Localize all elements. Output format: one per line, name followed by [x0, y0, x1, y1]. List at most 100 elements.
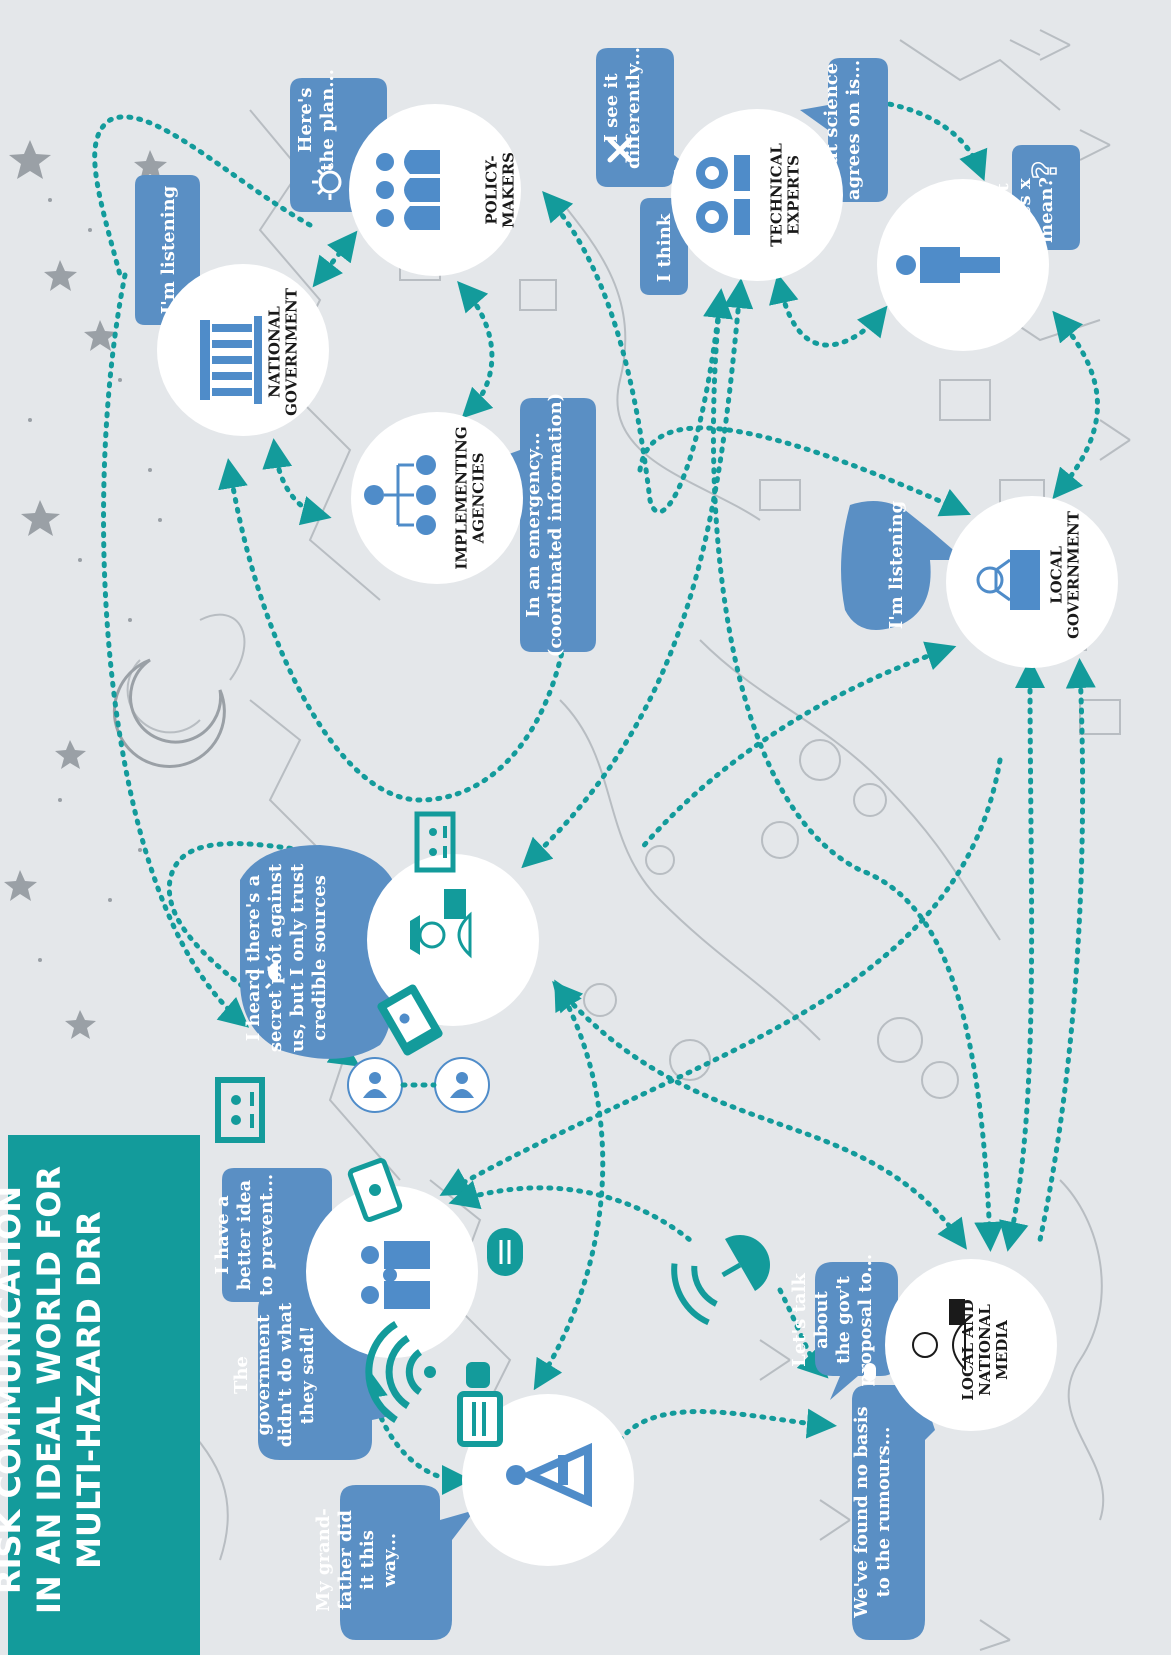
label-implementing-agencies-line: IMPLEMENTING — [453, 426, 471, 569]
gears-heads-icon — [696, 155, 750, 235]
text-media-talk-line: about — [811, 1290, 832, 1348]
tools-icon — [607, 137, 633, 163]
node-icons — [200, 150, 1040, 1508]
text-community-idea-line: better idea — [234, 1179, 255, 1290]
arrow-experts-person-lower — [769, 273, 888, 348]
arrow-experts-media — [710, 297, 1005, 1252]
label-policy-makers-line: POLICY- — [483, 155, 501, 224]
text-person-question: Whatdoes xmean? — [992, 177, 1057, 243]
text-elder-grandfather: My grand-father didit thisway... — [313, 1508, 400, 1612]
arrow-farmer-loop — [166, 841, 363, 1067]
text-policy-plan-line: the plan... — [317, 69, 338, 171]
star-icons — [4, 140, 167, 1039]
question-mark-icon: ? — [1026, 161, 1064, 180]
text-media-rumours-line: We've found no basis — [851, 1406, 872, 1618]
org-chart-icon — [364, 455, 436, 535]
text-experts-science: What scienceagrees on is... — [821, 60, 864, 200]
text-experts-science-line: What science — [821, 63, 842, 198]
speech-bubble-media-talk — [815, 1262, 898, 1400]
label-national-government-line: NATIONAL — [266, 306, 284, 398]
label-technical-experts-line: EXPERTS — [785, 155, 803, 235]
label-technical-experts: TECHNICALEXPERTS — [768, 143, 803, 247]
node-farmer — [367, 854, 539, 1026]
speech-bubble-experts-think — [640, 198, 708, 295]
arrow-local-media-2 — [1037, 658, 1096, 1243]
official-desk-icon — [976, 550, 1040, 610]
text-community-government-line: didn't do what — [275, 1302, 296, 1447]
text-experts-differently: I see itdifferently... — [601, 47, 644, 169]
arrow-national-policy — [312, 230, 358, 288]
label-national-government-line: GOVERNMENT — [283, 287, 301, 416]
text-person-question-line: What — [992, 183, 1013, 238]
arrow-national-farmer — [218, 458, 573, 803]
phone-social-icon — [377, 984, 443, 1056]
text-experts-differently-line: differently... — [623, 47, 644, 169]
person-icon — [896, 247, 1000, 283]
label-media-line: NATIONAL — [976, 1304, 994, 1396]
text-farmer-plot: I heard there's asecret plot againstus, … — [243, 863, 330, 1052]
text-community-government-line: government — [253, 1314, 274, 1436]
label-implementing-agencies-line: AGENCIES — [470, 453, 488, 545]
chat-screens-icon — [457, 1362, 503, 1447]
speech-bubble-elder — [340, 1485, 475, 1640]
speech-bubble-agencies — [498, 398, 596, 652]
text-elder-grandfather-line: father did — [335, 1510, 356, 1610]
text-policy-plan: Here'sthe plan... — [295, 69, 338, 171]
text-farmer-plot-line: us, but I only trust — [287, 863, 308, 1052]
arrow-farmer-elder — [533, 979, 606, 1391]
government-building-icon — [200, 316, 262, 404]
label-local-government-line: GOVERNMENT — [1065, 510, 1083, 639]
text-elder-grandfather-line: My grand- — [313, 1508, 334, 1612]
arrow-policy-agencies — [457, 280, 495, 419]
label-media-line: LOCAL AND — [959, 1299, 977, 1400]
label-media: LOCAL ANDNATIONALMEDIA — [959, 1299, 1011, 1400]
person-small-icon — [363, 1072, 474, 1098]
arrow-community-radio — [448, 1180, 693, 1243]
microphone-icon — [864, 1363, 876, 1381]
node-media — [885, 1259, 1057, 1431]
text-media-talk: Let's talkaboutthe gov'tproposal to... — [789, 1254, 876, 1386]
text-farmer-plot-line: secret plot against — [265, 863, 286, 1052]
node-peer-b — [434, 1057, 490, 1113]
arrow-national-agencies — [262, 438, 332, 526]
bubble-texts: I'm listening Here'sthe plan... I see it… — [158, 47, 1057, 1619]
tablet-icon — [347, 1158, 403, 1222]
arrow-local-farmer — [637, 641, 957, 853]
label-implementing-agencies: IMPLEMENTINGAGENCIES — [453, 426, 488, 569]
text-media-rumours: We've found no basisto the rumours... — [851, 1406, 894, 1618]
connection-arrows — [92, 85, 1100, 1495]
alarm-icon — [258, 954, 278, 990]
text-elder-grandfather-line: it this — [357, 1530, 378, 1590]
text-media-rumours-line: to the rumours... — [873, 1427, 894, 1598]
text-community-idea: I have abetter ideato prevent... — [212, 1174, 277, 1296]
text-community-government-line: they said! — [297, 1326, 318, 1425]
text-agencies-emergency-line: In an emergency... — [523, 432, 544, 618]
page-title: RISK COMMUNICATIONIN AN IDEAL WORLD FORM… — [0, 1166, 108, 1614]
light-bulb-icon — [312, 164, 342, 200]
text-local-listening-line: I'm listening — [886, 500, 907, 629]
label-policy-makers-line: MAKERS — [500, 152, 518, 228]
label-local-government: LOCALGOVERNMENT — [1048, 510, 1083, 639]
label-technical-experts-line: TECHNICAL — [768, 143, 786, 247]
page-title-line: MULTI-HAZARD DRR — [70, 1211, 108, 1569]
text-agencies-emergency-line: (coordinated information) — [545, 393, 566, 657]
arrow-radio-media — [777, 1287, 829, 1379]
text-community-idea-line: I have a — [212, 1195, 233, 1275]
arrow-elder-media — [617, 1408, 837, 1443]
satellite-dish-icon — [671, 1235, 770, 1326]
news-anchor-icon — [912, 1299, 966, 1372]
node-implementing-agencies — [351, 412, 523, 584]
text-community-idea-line: to prevent... — [256, 1174, 277, 1296]
text-policy-plan-line: Here's — [295, 87, 316, 152]
arrow-farmer-media — [552, 980, 967, 1250]
text-national-listening: I'm listening — [158, 185, 179, 314]
text-experts-think-line: I think — [654, 213, 675, 282]
text-person-question-line: does x — [1014, 178, 1035, 241]
speech-bubble-local — [841, 501, 965, 630]
label-policy-makers: POLICY-MAKERS — [483, 152, 518, 228]
label-media-line: MEDIA — [993, 1320, 1011, 1380]
moon-icon — [112, 658, 226, 768]
arrow-local-media — [999, 658, 1046, 1252]
